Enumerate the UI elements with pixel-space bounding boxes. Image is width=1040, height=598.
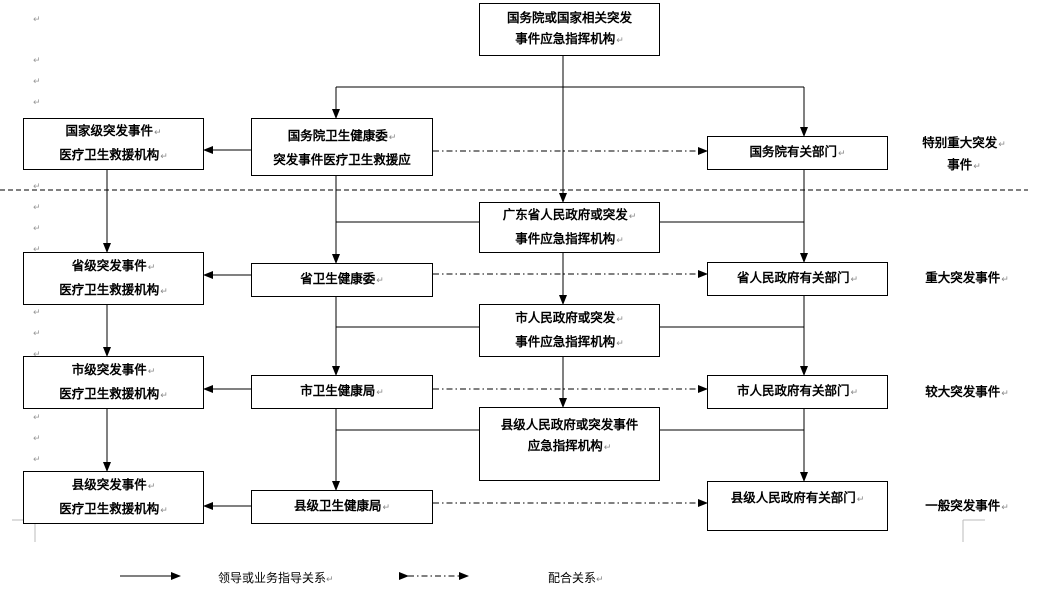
paragraph-mark: ↵: [33, 56, 41, 66]
node-line: 市卫生健康局: [300, 380, 384, 404]
node-line: 国务院卫生健康委: [288, 125, 397, 149]
node-line: 省级突发事件: [72, 255, 156, 279]
paragraph-mark: ↵: [33, 434, 41, 444]
node-county-health: 县级卫生健康局: [251, 490, 433, 524]
node-national-rescue: 国家级突发事件 医疗卫生救援机构: [23, 118, 204, 170]
paragraph-mark: ↵: [33, 245, 41, 255]
level-line: 事件: [912, 155, 1016, 177]
paragraph-mark: ↵: [33, 224, 41, 234]
legend-solid-label: 领导或业务指导关系↵: [218, 571, 334, 585]
node-line: 市人民政府或突发: [515, 307, 624, 331]
level-label-general: 一般突发事件: [912, 496, 1022, 518]
node-nhc: 国务院卫生健康委 突发事件医疗卫生救援应: [251, 118, 433, 176]
level-line: 较大突发事件: [912, 382, 1022, 404]
node-line: 广东省人民政府或突发: [503, 204, 637, 228]
legend-text: 领导或业务指导关系: [218, 571, 327, 585]
node-line: 医疗卫生救援机构: [59, 279, 168, 303]
paragraph-mark: ↵: [33, 413, 41, 423]
node-state-council: 国务院或国家相关突发 事件应急指挥机构: [479, 3, 660, 56]
node-line: 县级突发事件: [72, 474, 156, 498]
node-line: 县级人民政府或突发事件: [500, 417, 639, 432]
level-label-major: 重大突发事件: [912, 268, 1022, 290]
paragraph-mark: ↵: [33, 182, 41, 192]
node-prov-health: 省卫生健康委: [251, 263, 433, 297]
node-city-gov: 市人民政府或突发 事件应急指挥机构: [479, 304, 660, 357]
node-line: 省人民政府有关部门: [737, 267, 858, 291]
node-line: 突发事件医疗卫生救援应: [273, 151, 411, 167]
node-line: 市人民政府有关部门: [737, 380, 858, 404]
paragraph-mark: ↵: [33, 15, 41, 25]
node-line: 事件应急指挥机构: [515, 228, 624, 252]
level-line: 一般突发事件: [912, 496, 1022, 518]
paragraph-mark: ↵: [33, 329, 41, 339]
node-line: 事件应急指挥机构: [515, 331, 624, 355]
node-gd-gov: 广东省人民政府或突发 事件应急指挥机构: [479, 202, 660, 253]
node-line: 县级人民政府有关部门: [731, 487, 865, 511]
node-prov-depts: 省人民政府有关部门: [707, 262, 888, 296]
paragraph-mark: ↵: [33, 203, 41, 213]
node-line: 应急指挥机构: [528, 435, 612, 459]
node-line: 国家级突发事件: [65, 120, 161, 144]
node-city-health: 市卫生健康局: [251, 375, 433, 409]
node-prov-rescue: 省级突发事件 医疗卫生救援机构: [23, 252, 204, 305]
paragraph-mark: ↵: [33, 350, 41, 360]
legend-text: 配合关系: [548, 571, 597, 585]
paragraph-mark: ↵: [33, 77, 41, 87]
node-line: 市级突发事件: [72, 359, 156, 383]
node-city-rescue: 市级突发事件 医疗卫生救援机构: [23, 356, 204, 409]
level-label-especially-major: 特别重大突发 事件: [912, 133, 1016, 177]
node-line: 医疗卫生救援机构: [59, 383, 168, 407]
paragraph-mark: ↵: [33, 98, 41, 108]
node-line: 国务院或国家相关突发: [506, 10, 632, 25]
level-line: 特别重大突发: [912, 133, 1016, 155]
node-line: 医疗卫生救援机构: [59, 144, 168, 168]
node-county-depts: 县级人民政府有关部门: [707, 481, 888, 531]
node-state-depts: 国务院有关部门: [707, 136, 888, 170]
legend-dashdot-label: 配合关系↵: [548, 571, 604, 585]
node-line: 国务院有关部门: [749, 141, 845, 165]
node-line: 医疗卫生救援机构: [59, 498, 168, 522]
node-city-depts: 市人民政府有关部门: [707, 375, 888, 409]
node-line: 事件应急指挥机构: [515, 28, 624, 52]
paragraph-mark: ↵: [33, 308, 41, 318]
node-county-rescue: 县级突发事件 医疗卫生救援机构: [23, 471, 204, 524]
paragraph-mark: ↵: [33, 455, 41, 465]
level-line: 重大突发事件: [912, 268, 1022, 290]
node-line: 省卫生健康委: [300, 268, 384, 292]
level-label-larger: 较大突发事件: [912, 382, 1022, 404]
node-county-gov: 县级人民政府或突发事件 应急指挥机构: [479, 407, 660, 481]
node-line: 县级卫生健康局: [294, 495, 390, 519]
